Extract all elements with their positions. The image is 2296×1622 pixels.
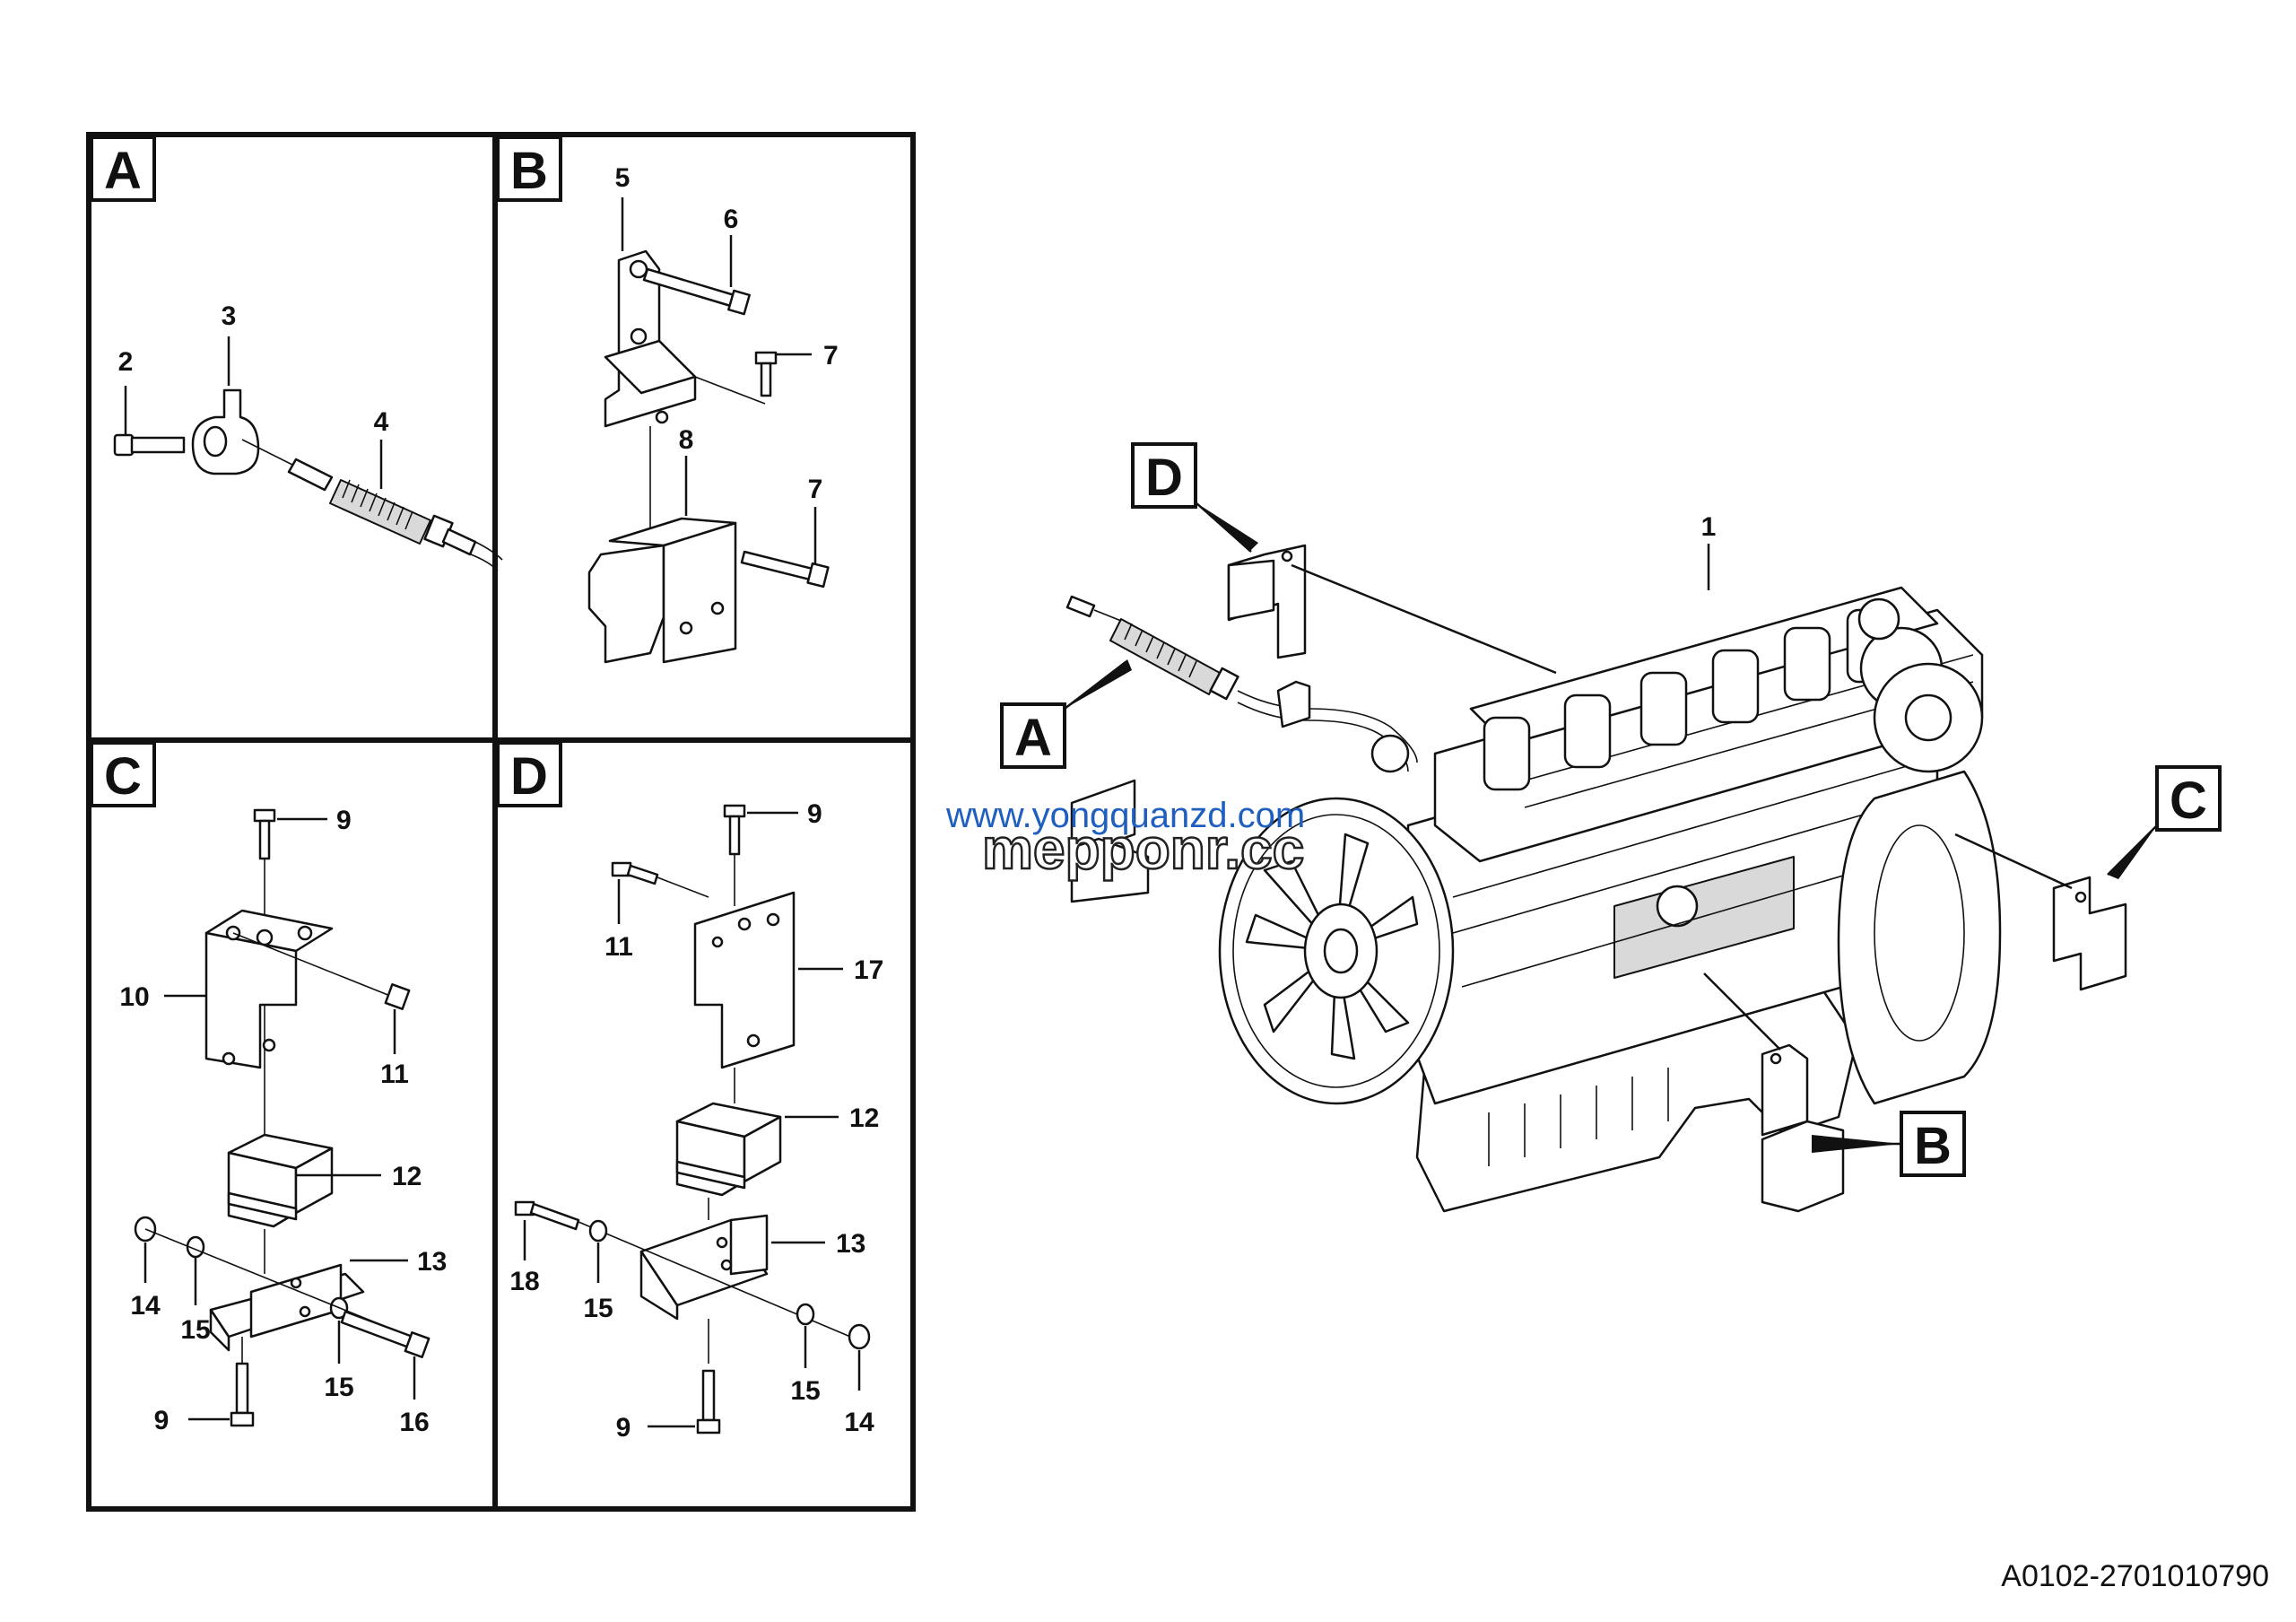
clamp — [191, 388, 260, 475]
speed-sensor — [1065, 595, 1418, 773]
svg-text:B: B — [1914, 1117, 1952, 1175]
watermark-brand: mepponr.cc — [982, 816, 1304, 881]
label-2: 2 — [118, 347, 134, 377]
bolt — [754, 351, 778, 397]
label-9-bottom: 9 — [154, 1406, 170, 1435]
turbocharger — [1857, 597, 1984, 773]
panel-d: D — [496, 741, 883, 1443]
label-4: 4 — [374, 407, 389, 437]
label-15-right: 15 — [790, 1376, 820, 1406]
callout-c: C — [2107, 765, 2222, 879]
mounting-bracket — [2052, 876, 2127, 991]
label-11: 11 — [380, 1060, 409, 1089]
cooling-fan — [1218, 797, 1455, 1105]
panel-b-letter: B — [510, 142, 548, 200]
svg-text:D: D — [1145, 449, 1183, 507]
bolt — [740, 550, 830, 589]
watermark-url: www.yongquanzd.com — [945, 796, 1305, 835]
panel-b: B — [496, 135, 839, 664]
washer — [796, 1303, 815, 1326]
label-14: 14 — [130, 1291, 161, 1321]
bolt — [384, 982, 411, 1011]
callout-b: B — [1812, 1111, 1966, 1177]
document-id: A0102-2701010790 — [2001, 1559, 2269, 1593]
panel-d-letter: D — [510, 747, 548, 806]
callout-d: D — [1131, 442, 1258, 553]
base-bracket — [209, 1263, 365, 1352]
engine-assembly: 1 — [1065, 512, 2127, 1213]
label-8: 8 — [679, 425, 694, 455]
bolt — [642, 267, 751, 316]
mounting-bracket — [604, 249, 697, 428]
label-10: 10 — [119, 982, 149, 1012]
mounting-plate — [693, 891, 796, 1069]
label-16: 16 — [399, 1408, 429, 1437]
panel-a: A 2 3 4 — [90, 135, 503, 571]
svg-text:A: A — [1014, 709, 1052, 767]
label-13: 13 — [836, 1229, 865, 1259]
label-18: 18 — [509, 1267, 539, 1296]
label-15-right: 15 — [324, 1373, 353, 1402]
bolt — [514, 1200, 580, 1231]
label-7b: 7 — [808, 475, 823, 504]
washer — [588, 1219, 608, 1243]
label-6: 6 — [724, 205, 739, 234]
rubber-mount — [1070, 779, 1150, 903]
bolt — [611, 861, 659, 885]
washer — [186, 1235, 205, 1259]
panel-c-letter: C — [104, 747, 142, 806]
label-9-top: 9 — [336, 806, 352, 835]
label-5: 5 — [615, 163, 631, 193]
label-17: 17 — [854, 955, 883, 985]
rubber-mount — [227, 1133, 334, 1228]
label-15-left: 15 — [583, 1294, 613, 1323]
callout-a: A — [1000, 659, 1132, 769]
bolt — [230, 1362, 255, 1427]
bolt — [113, 433, 186, 457]
label-13: 13 — [417, 1247, 447, 1277]
label-3: 3 — [222, 301, 237, 331]
label-15-left: 15 — [180, 1315, 210, 1345]
mounting-bracket — [204, 909, 334, 1069]
mounting-bracket — [1227, 544, 1307, 659]
panel-a-letter: A — [104, 142, 142, 200]
label-7a: 7 — [823, 341, 839, 371]
panel-c: C — [90, 741, 447, 1437]
label-14: 14 — [844, 1408, 874, 1437]
label-9-top: 9 — [807, 799, 822, 829]
label-9-bottom: 9 — [616, 1413, 631, 1443]
bolt — [723, 804, 746, 856]
svg-text:C: C — [2170, 772, 2207, 830]
rubber-mount — [675, 1102, 782, 1197]
label-12: 12 — [392, 1162, 422, 1191]
base-bracket — [639, 1214, 769, 1321]
rubber-mount — [587, 517, 737, 664]
label-11: 11 — [604, 932, 633, 962]
panel-frame — [86, 132, 916, 1512]
speed-sensor — [287, 458, 503, 571]
label-12: 12 — [849, 1103, 879, 1133]
bolt — [253, 808, 276, 860]
watermark: mepponr.cc www.yongquanzd.com — [945, 796, 1305, 882]
bolt — [696, 1369, 721, 1435]
label-1: 1 — [1701, 512, 1717, 542]
nut — [848, 1323, 871, 1350]
bolt — [340, 1310, 430, 1359]
